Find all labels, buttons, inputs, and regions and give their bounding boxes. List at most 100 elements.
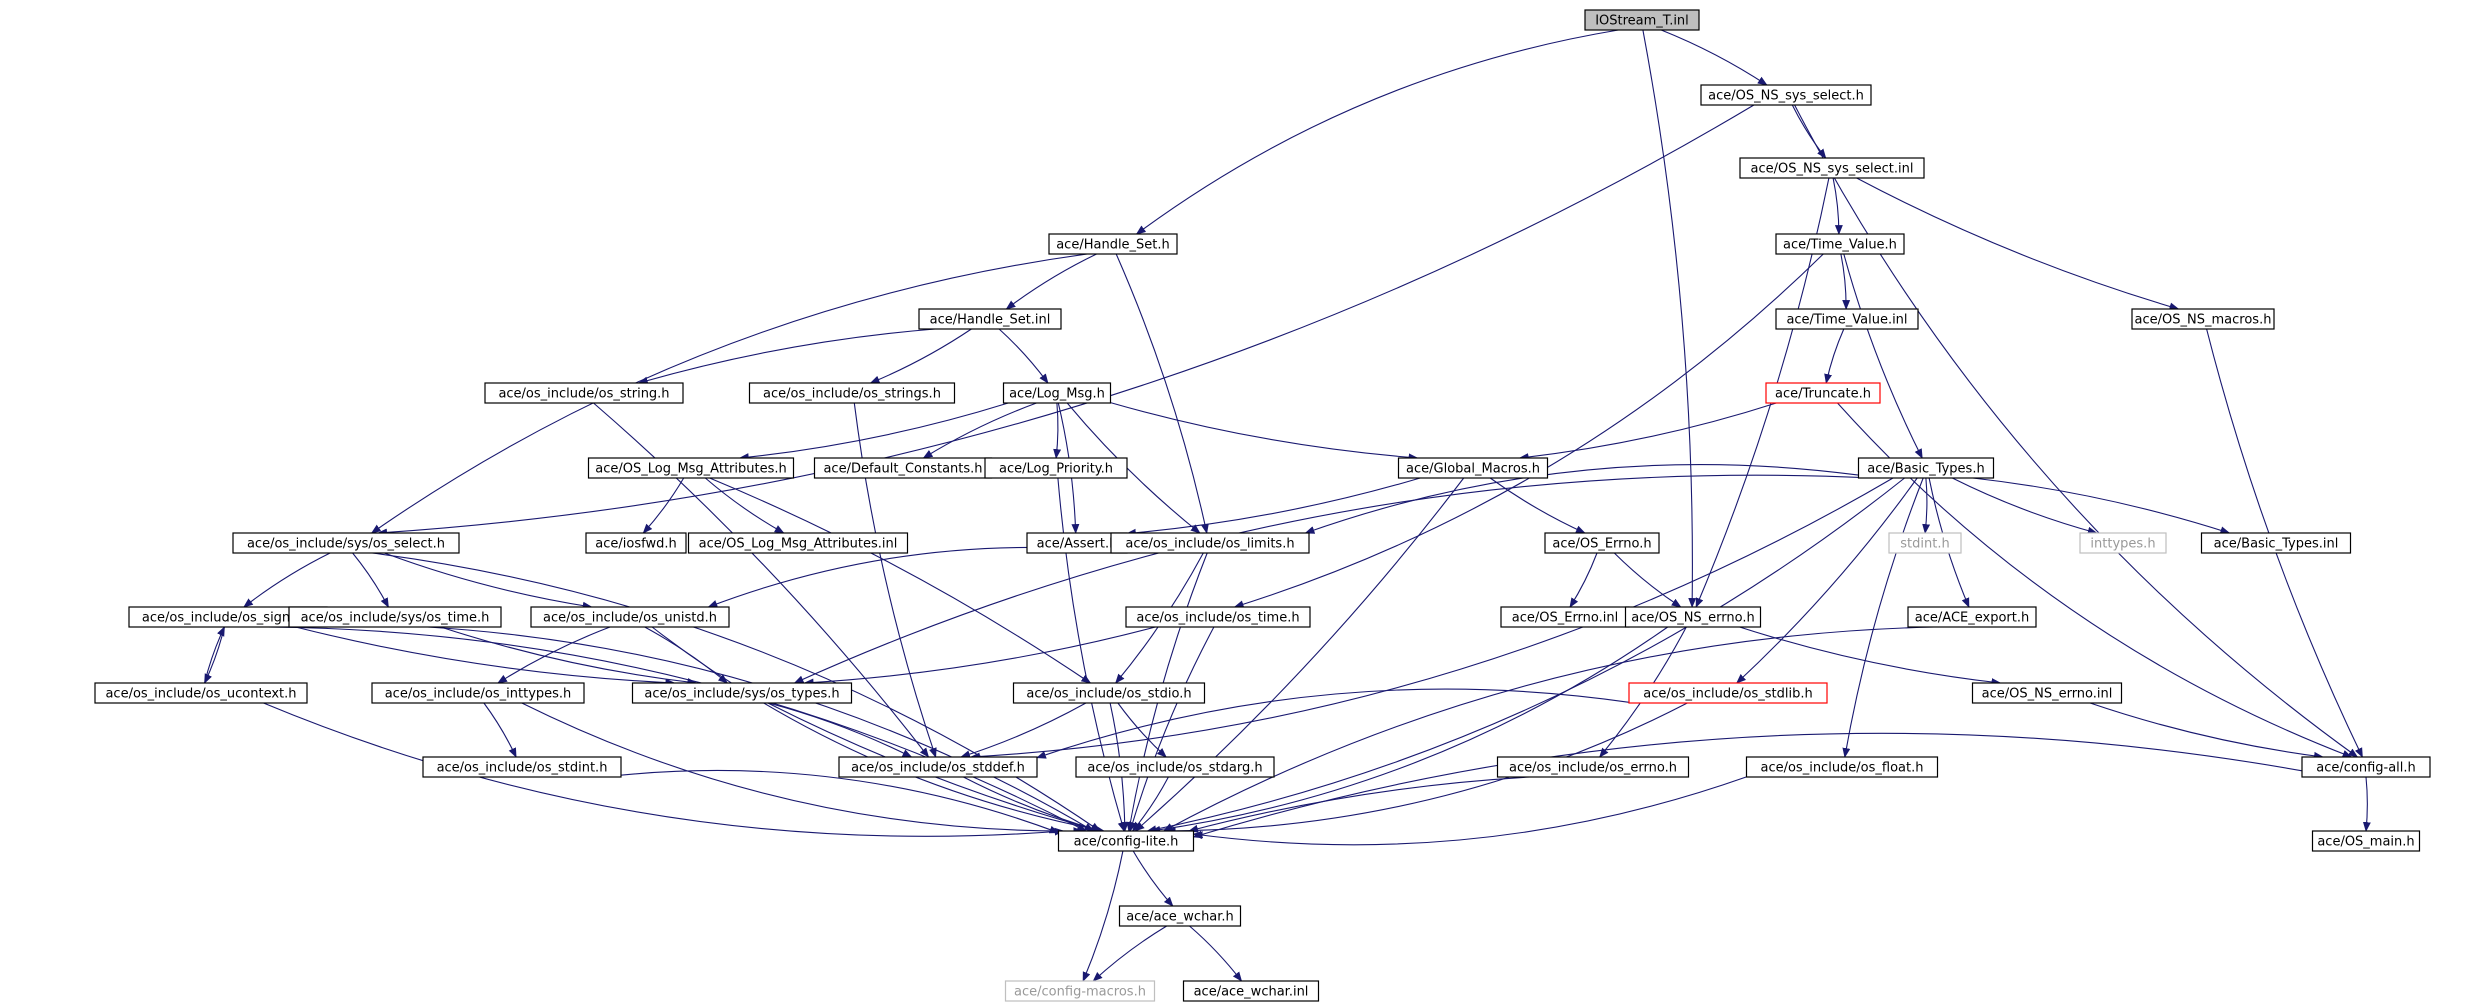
graph-node-ace-handle-set-inl[interactable]: ace/Handle_Set.inl [918,308,1062,330]
node-label: ace/Log_Msg.h [1009,387,1105,402]
edge-n2-to-n5 [1856,177,2180,311]
graph-node-ace-os-include-os-stdlib-h[interactable]: ace/os_include/os_stdlib.h [1628,682,1828,704]
node-box [1496,756,1690,778]
graph-node-ace-os-include-os-errno-h[interactable]: ace/os_include/os_errno.h [1496,756,1690,778]
node-box [530,606,730,628]
graph-node-iostream-t-inl[interactable]: IOStream_T.inl [1584,9,1700,31]
edge-n28-to-n34 [497,626,611,684]
edge-n4-to-n16 [1843,253,1923,459]
edge-n9-to-n40 [853,402,937,758]
edge-n19-to-n28 [384,552,593,610]
node-box [1907,606,2037,628]
graph-node-ace-time-value-h[interactable]: ace/Time_Value.h [1775,233,1905,255]
graph-node-ace-assert-h[interactable]: ace/Assert.h [1026,532,1128,554]
node-label: ace/OS_NS_macros.h [2135,313,2272,328]
edge-n16-to-n43 [1842,477,1924,758]
edge-n31-to-n38 [1739,626,2002,686]
edge-n35-to-n40 [768,702,913,758]
node-box [1584,9,1700,31]
graph-node-ace-os-include-os-inttypes-h[interactable]: ace/os_include/os_inttypes.h [371,682,585,704]
graph-node-ace-basic-types-inl[interactable]: ace/Basic_Types.inl [2200,532,2352,554]
node-box [2311,830,2421,852]
graph-node-ace-os-include-os-unistd-h[interactable]: ace/os_include/os_unistd.h [530,606,730,628]
graph-node-ace-os-include-os-limits-h[interactable]: ace/os_include/os_limits.h [1110,532,1310,554]
graph-node-ace-os-errno-h[interactable]: ace/OS_Errno.h [1544,532,1660,554]
graph-node-ace-iosfwd-h[interactable]: ace/iosfwd.h [585,532,687,554]
graph-node-ace-os-include-os-stdio-h[interactable]: ace/os_include/os_stdio.h [1012,682,1206,704]
node-label: ace/os_include/os_unistd.h [543,611,717,626]
graph-node-ace-os-log-msg-attributes-inl[interactable]: ace/OS_Log_Msg_Attributes.inl [687,532,909,554]
node-label: ace/os_include/os_inttypes.h [385,687,572,702]
graph-node-ace-log-priority-h[interactable]: ace/Log_Priority.h [984,457,1128,479]
graph-node-ace-os-include-sys-os-time-h[interactable]: ace/os_include/sys/os_time.h [288,606,502,628]
graph-node-ace-os-main-h[interactable]: ace/OS_main.h [2311,830,2421,852]
graph-node-ace-basic-types-h[interactable]: ace/Basic_Types.h [1857,457,1995,479]
graph-node-ace-os-log-msg-attributes-h[interactable]: ace/OS_Log_Msg_Attributes.h [587,457,795,479]
node-box [1765,382,1881,404]
graph-node-ace-config-lite-h[interactable]: ace/config-lite.h [1057,830,1195,852]
node-label: ace/Assert.h [1037,537,1118,552]
graph-node-ace-os-include-os-time-h[interactable]: ace/os_include/os_time.h [1125,606,1311,628]
graph-node-ace-os-include-os-stddef-h[interactable]: ace/os_include/os_stddef.h [838,756,1038,778]
node-label: stdint.h [1900,537,1949,552]
node-box [585,532,687,554]
graph-node-ace-os-ns-macros-h[interactable]: ace/OS_NS_macros.h [2131,308,2275,330]
edge-n16-to-n25 [1972,477,2231,535]
node-label: ace/Default_Constants.h [823,462,982,477]
node-label: ace/OS_NS_sys_select.inl [1751,162,1914,177]
node-box [1075,756,1275,778]
graph-node-ace-os-include-os-stdarg-h[interactable]: ace/os_include/os_stdarg.h [1075,756,1275,778]
edge-n1-to-n44 [1794,104,2359,758]
graph-node-inttypes-h[interactable]: inttypes.h [2079,532,2167,554]
node-box [1544,532,1660,554]
graph-node-ace-truncate-h[interactable]: ace/Truncate.h [1765,382,1881,404]
graph-node-stdint-h[interactable]: stdint.h [1888,532,1962,554]
edge-n15-to-n22 [1489,477,1586,534]
graph-node-ace-log-msg-h[interactable]: ace/Log_Msg.h [1002,382,1112,404]
graph-node-ace-config-all-h[interactable]: ace/config-all.h [2301,756,2431,778]
graph-node-ace-os-include-os-string-h[interactable]: ace/os_include/os_string.h [484,382,684,404]
graph-node-ace-os-include-os-signal-h[interactable]: ace/os_include/os_signal.h [128,606,328,628]
edge-n42-to-n45 [1188,776,1530,833]
node-label: ace/os_include/os_time.h [1136,611,1299,626]
node-box [1888,532,1962,554]
edge-n28-to-n35 [644,626,729,684]
edge-n37-to-n40 [1036,688,1630,759]
graph-node-ace-os-include-os-stdint-h[interactable]: ace/os_include/os_stdint.h [422,756,622,778]
graph-node-ace-time-value-inl[interactable]: ace/Time_Value.inl [1775,308,1919,330]
node-label: ace/Log_Priority.h [999,462,1113,477]
edge-n6-to-n9 [869,328,972,384]
graph-node-ace-os-errno-inl[interactable]: ace/OS_Errno.inl [1500,606,1630,628]
node-label: ace/Truncate.h [1775,387,1871,402]
graph-node-ace-ace-wchar-inl[interactable]: ace/ace_wchar.inl [1182,980,1320,1002]
graph-node-ace-os-ns-sys-select-h[interactable]: ace/OS_NS_sys_select.h [1700,84,1872,106]
graph-node-ace-handle-set-h[interactable]: ace/Handle_Set.h [1048,233,1178,255]
node-box [1182,980,1320,1002]
graph-node-ace-os-ns-errno-inl[interactable]: ace/OS_NS_errno.inl [1971,682,2123,704]
node-label: ace/Basic_Types.h [1867,462,1984,477]
graph-node-ace-default-constants-h[interactable]: ace/Default_Constants.h [813,457,993,479]
node-box [371,682,585,704]
node-label: ace/os_include/os_string.h [498,387,669,402]
node-box [2200,532,2352,554]
node-label: ace/os_include/os_limits.h [1125,537,1294,552]
graph-node-ace-os-include-sys-os-select-h[interactable]: ace/os_include/sys/os_select.h [232,532,460,554]
graph-node-ace-global-macros-h[interactable]: ace/Global_Macros.h [1397,457,1549,479]
graph-node-ace-os-ns-errno-h[interactable]: ace/OS_NS_errno.h [1624,606,1762,628]
node-box [838,756,1038,778]
edge-n7-to-n11 [1824,328,1845,384]
graph-node-ace-os-ns-sys-select-inl[interactable]: ace/OS_NS_sys_select.inl [1739,157,1925,179]
graph-node-ace-os-include-os-ucontext-h[interactable]: ace/os_include/os_ucontext.h [94,682,308,704]
node-box [587,457,795,479]
graph-node-ace-os-include-os-float-h[interactable]: ace/os_include/os_float.h [1745,756,1939,778]
edge-n45-to-n48 [1082,850,1124,982]
graph-node-ace-config-macros-h[interactable]: ace/config-macros.h [1004,980,1156,1002]
graph-node-ace-ace-export-h[interactable]: ace/ACE_export.h [1907,606,2037,628]
graph-node-ace-ace-wchar-h[interactable]: ace/ace_wchar.h [1118,905,1242,927]
graph-node-ace-os-include-sys-os-types-h[interactable]: ace/os_include/sys/os_types.h [631,682,853,704]
graph-node-ace-os-include-os-strings-h[interactable]: ace/os_include/os_strings.h [748,382,956,404]
node-label: ace/Time_Value.inl [1786,313,1907,328]
edge-n3-to-n19 [370,253,1088,534]
edge-n12-to-n18 [704,477,785,534]
